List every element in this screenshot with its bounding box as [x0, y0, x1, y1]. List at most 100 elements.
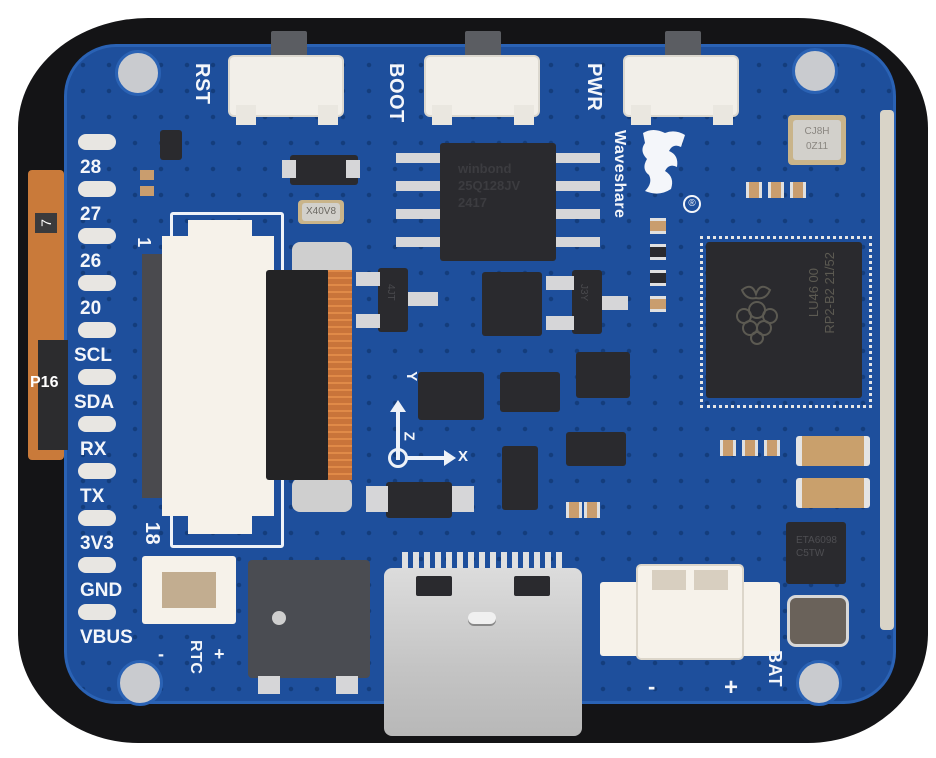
capacitor-large	[796, 436, 870, 466]
chip-lead	[396, 181, 440, 191]
pin-label-rx: RX	[80, 439, 107, 460]
usb-c-window	[514, 576, 550, 596]
usb-c-port[interactable]	[384, 568, 582, 736]
pwr-button-actuator[interactable]	[665, 31, 701, 57]
buzzer	[248, 560, 370, 678]
axis-y-line	[396, 410, 400, 460]
transistor	[160, 130, 182, 160]
capacitor	[566, 502, 582, 518]
chip-lead	[336, 676, 358, 694]
axis-x-arrow-icon	[444, 450, 456, 466]
boot-button-actuator[interactable]	[465, 31, 501, 57]
fpc-pin18-label: 18	[141, 521, 164, 546]
fpc-connector-tab	[188, 220, 252, 240]
mcu-pins	[700, 236, 872, 408]
capacitor	[768, 182, 784, 198]
capacitor	[650, 218, 666, 234]
switch-leg	[631, 105, 651, 125]
pin-pad[interactable]	[78, 275, 116, 291]
imu-chip	[418, 372, 484, 420]
chip-lead	[396, 209, 440, 219]
bat-label: BAT	[765, 650, 785, 688]
capacitor	[742, 440, 758, 456]
usb-c-latch	[468, 612, 496, 624]
usb-c-pins	[402, 552, 562, 570]
resistor	[650, 270, 666, 286]
pin-label-scl: SCL	[74, 345, 112, 366]
mosfet	[500, 372, 560, 412]
mounting-hole	[792, 48, 838, 94]
pin-pad[interactable]	[78, 322, 116, 338]
pin-label-20: 20	[80, 298, 102, 319]
capacitor	[140, 170, 154, 180]
switch-leg	[236, 105, 256, 125]
charger-chip-marking: ETA6098 C5TW	[796, 535, 837, 559]
pin-label-3v3: 3V3	[80, 533, 114, 554]
mounting-hole	[796, 660, 842, 706]
pwr-label: PWR	[583, 63, 605, 112]
pin-pad[interactable]	[78, 604, 116, 620]
rtc-label: RTC	[187, 640, 204, 675]
chip-lead	[452, 486, 474, 512]
pin-pad[interactable]	[78, 181, 116, 197]
capacitor	[746, 182, 762, 198]
pin-pad[interactable]	[78, 557, 116, 573]
mounting-hole	[115, 50, 161, 96]
rst-label: RST	[191, 63, 213, 105]
capacitor	[140, 186, 154, 196]
capacitor	[764, 440, 780, 456]
axis-origin-icon	[388, 448, 408, 468]
crystal-small-marking: X40V8	[302, 203, 340, 221]
chip-lead	[366, 486, 388, 512]
mcu-marking-2: LU46 00	[806, 268, 821, 318]
crystal-marking: CJ8H 0Z11	[793, 120, 841, 160]
pcb-edge	[880, 110, 894, 630]
rst-button-actuator[interactable]	[271, 31, 307, 57]
capacitor-large	[796, 478, 870, 508]
resistor	[650, 244, 666, 260]
pin-pad[interactable]	[78, 510, 116, 526]
chip-lead	[396, 237, 440, 247]
inductor	[790, 598, 846, 644]
pin-pad[interactable]	[78, 228, 116, 244]
pin-pad[interactable]	[78, 416, 116, 432]
capacitor	[584, 502, 600, 518]
pin-label-vbus: VBUS	[80, 627, 133, 648]
bat-minus: -	[648, 674, 656, 699]
bat-plus: +	[724, 674, 739, 701]
pin-pad[interactable]	[78, 369, 116, 385]
raspberry-pi-logo-icon	[736, 285, 778, 345]
pin-pad[interactable]	[78, 463, 116, 479]
battery-connector-socket	[652, 570, 686, 590]
chip-lead	[556, 209, 600, 219]
pin-label-sda: SDA	[74, 392, 115, 413]
battery-connector-socket	[694, 570, 728, 590]
flex-stiffener	[266, 270, 330, 480]
chip-lead	[546, 276, 574, 290]
flash-chip-marking: winbond 25Q128JV 2417	[458, 161, 521, 210]
diode	[386, 482, 452, 518]
ldo-marking-b: J3Y	[578, 284, 589, 302]
capacitor	[790, 182, 806, 198]
chip-lead	[408, 292, 438, 306]
switch-leg	[514, 105, 534, 125]
chip-lead	[282, 160, 296, 178]
chip-lead	[546, 316, 574, 330]
pin-header: 28 27 26 20 SCL SDA RX TX 3V3 GND VBUS	[74, 134, 158, 654]
flex-ribbon	[328, 270, 352, 480]
rtc-connector-socket	[162, 572, 216, 608]
fpc-connector[interactable]	[162, 236, 274, 516]
charger-chip	[786, 522, 846, 584]
pin-pad[interactable]	[78, 134, 116, 150]
axis-x-line	[406, 456, 446, 460]
chip-lead	[346, 160, 360, 178]
pin-label-26: 26	[80, 251, 102, 272]
flex-tape	[38, 340, 68, 450]
flex-pad-bottom	[292, 478, 352, 512]
pin-label-tx: TX	[80, 486, 105, 507]
pmic-chip	[482, 272, 542, 336]
flex-label-p16: P16	[30, 374, 59, 391]
chip-lead	[356, 314, 380, 328]
switch-leg	[713, 105, 733, 125]
switch-leg	[318, 105, 338, 125]
